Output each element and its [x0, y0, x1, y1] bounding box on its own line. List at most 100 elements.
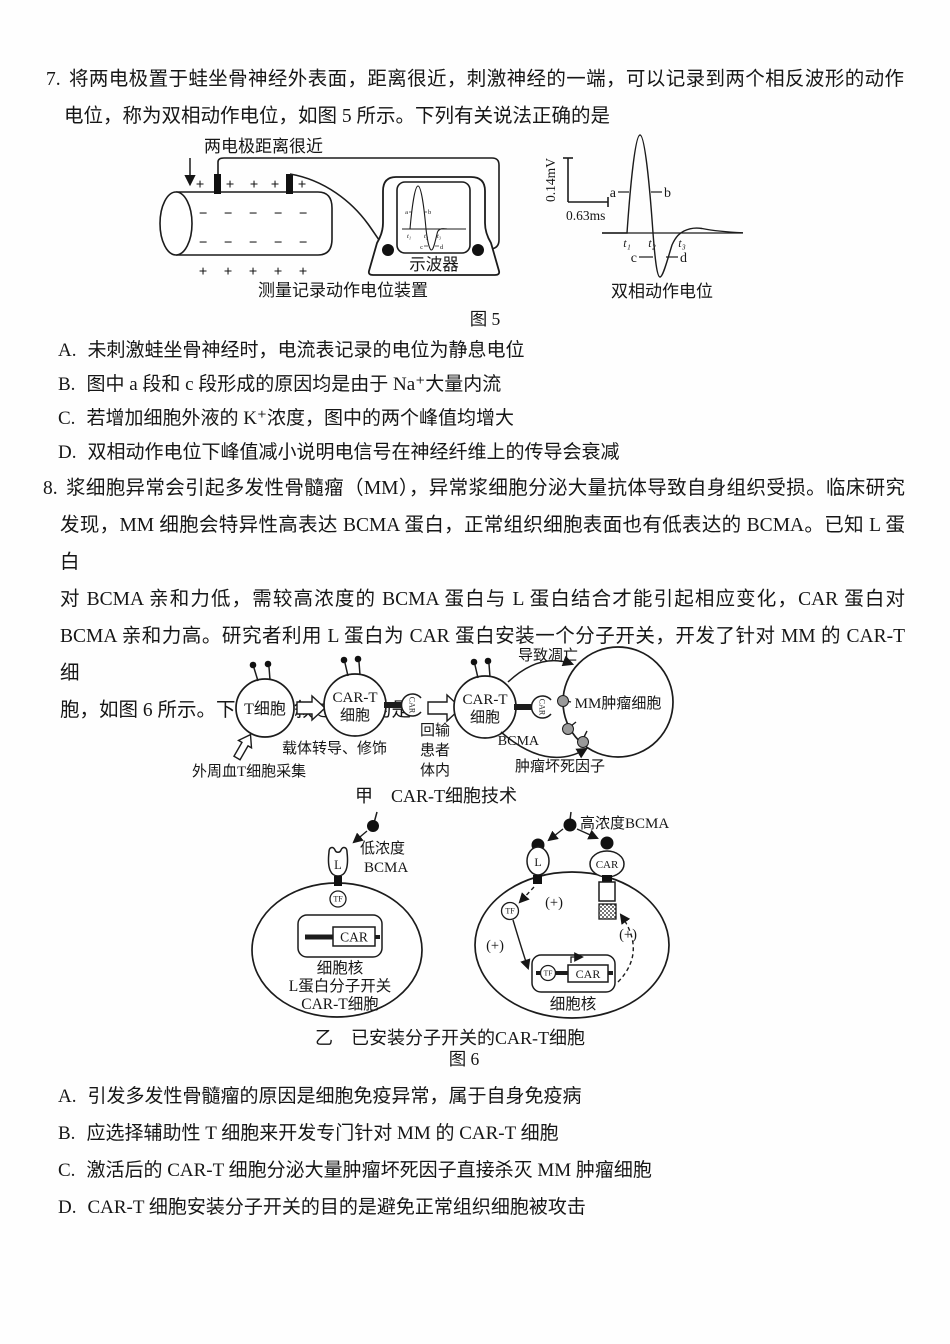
q8-stem-text-1: 浆细胞异常会引起多发性骨髓瘤（MM），异常浆细胞分泌大量抗体导致自身组织受损。临…: [65, 478, 905, 499]
figure-6-jia: T细胞 外周血T细胞采集 载体转导、修饰 CAR-T 细胞 CAR 回输 患者 …: [192, 646, 674, 780]
figure-6-yi-caption: 乙 已安装分子开关的CAR-T细胞: [315, 1028, 585, 1048]
figure-5: 两电极距离很近 + + + + + − − − − −: [159, 134, 744, 301]
plus-signs-top: + + + + +: [196, 177, 307, 193]
l-signal-arrow: [518, 886, 535, 904]
minus-signs-row-2: − − − − −: [199, 235, 308, 251]
screen-label-t3: t₃: [437, 233, 441, 240]
apoptosis-arrow: [507, 655, 575, 683]
graph-label-d: d: [680, 251, 687, 266]
l-protein-receptor-icon: [327, 846, 349, 877]
car-intracellular-box: [598, 881, 616, 902]
bcma-molecule-icon: [367, 820, 379, 832]
figure-6-jia-caption: 甲 CAR-T细胞技术: [355, 786, 517, 806]
cart-cell-label-1: CAR-T: [463, 692, 508, 708]
graph-label-b: b: [664, 186, 671, 201]
receptor-pin-icon: [484, 657, 492, 665]
option-label: B.: [58, 374, 76, 395]
cart-cell-2: CAR-T 细胞 CAR: [453, 657, 552, 739]
receptor-pin-icon: [264, 660, 272, 668]
screen-labels: a b t₁ t₂ t₃ c d: [405, 209, 444, 251]
cart-cell-label-2: 细胞: [470, 709, 500, 726]
tf-label: TF: [505, 907, 515, 916]
reinfuse-arrow-icon: [427, 693, 463, 723]
reinfuse-line: 体内: [420, 762, 450, 779]
minus-sign: −: [224, 206, 233, 222]
car-gene-label: CAR: [576, 967, 601, 981]
q8-option-a: A.引发多发性骨髓瘤的原因是细胞免疫异常，属于自身免疫病: [58, 1078, 652, 1115]
oscilloscope-screen: [396, 181, 471, 254]
plus-sign-label: (+): [545, 895, 563, 911]
receptor-pin-icon: [470, 658, 478, 666]
option-text: 应选择辅助性 T 细胞来开发专门针对 MM 的 CAR-T 细胞: [86, 1123, 559, 1144]
low-bcma-label-2: BCMA: [364, 860, 408, 876]
cart-cell-label-1: CAR-T: [333, 690, 378, 706]
tf-icon: [500, 901, 520, 921]
mm-cell-label: MM肿瘤细胞: [575, 695, 662, 712]
graph-label-t3: t₃: [678, 236, 686, 250]
option-label: A.: [58, 1086, 77, 1107]
minus-sign: −: [249, 235, 258, 251]
option-label: D.: [58, 1197, 77, 1218]
receptor-pin-icon: [354, 655, 362, 663]
q8-stem-line-2: 发现，MM 细胞会特异性高表达 BCMA 蛋白，正常组织细胞表面也有低表达的 B…: [60, 515, 905, 573]
new-car-protein-box: [598, 903, 617, 920]
plus-sign: +: [224, 264, 233, 280]
car-receptor-icon: [530, 695, 552, 719]
bcma-antigen-icon: [577, 736, 589, 748]
terminal-right: [472, 244, 484, 256]
q8-option-d: D. CAR-T 细胞安装分子开关的目的是避免正常组织细胞被攻击: [58, 1189, 652, 1226]
q8-option-c: C.激活后的 CAR-T 细胞分泌大量肿瘤坏死因子直接杀灭 MM 肿瘤细胞: [58, 1152, 652, 1189]
option-label: C.: [58, 408, 76, 429]
tnf-label: 肿瘤坏死因子: [515, 758, 605, 775]
t-cell-label: T细胞: [244, 700, 286, 718]
transduce-arrow-icon: [296, 694, 327, 722]
minus-sign: −: [274, 235, 283, 251]
t-cell: T细胞: [235, 660, 295, 738]
plus-signs-bottom: + + + + +: [199, 264, 308, 280]
option-label: C.: [58, 1160, 76, 1181]
q8-stem-line-3: 对 BCMA 亲和力低，需较高浓度的 BCMA 蛋白与 L 蛋白结合才能引起相应…: [60, 589, 905, 610]
graph-label-c: c: [631, 251, 637, 266]
q8-stem-line-1: 8.浆细胞异常会引起多发性骨髓瘤（MM），异常浆细胞分泌大量抗体导致自身组织受损…: [43, 470, 905, 507]
tf-label: TF: [544, 969, 553, 978]
bound-bcma-icon: [600, 836, 614, 850]
car-receptor-icon: [400, 693, 422, 717]
car-gene-label: CAR: [340, 930, 368, 945]
expression-feedback-arrow: [617, 913, 634, 983]
cart-cell-label-2: 细胞: [340, 707, 370, 724]
tf-icon: [539, 964, 557, 982]
q7-number: 7.: [46, 69, 61, 90]
tf-label: TF: [333, 895, 343, 904]
apparatus-diagram: 两电极距离很近 + + + + + − − − − −: [159, 137, 501, 300]
electrode-right: [286, 174, 293, 194]
screen-label-a: a: [405, 209, 408, 216]
plus-sign: +: [298, 177, 307, 193]
biphasic-waveform: [602, 134, 744, 278]
option-label: B.: [58, 1123, 76, 1144]
figure-6-yi: 低浓度 BCMA L TF CAR 细胞核 L蛋白分子开关 CAR-T细胞 高浓…: [251, 811, 670, 1019]
plus-sign: +: [226, 177, 235, 193]
electrode-left: [214, 174, 221, 194]
nucleus-label: 细胞核: [317, 959, 364, 977]
tnf-arrow: [500, 731, 588, 759]
bcma-antigen-icon: [557, 695, 569, 707]
q7-options: A.未刺激蛙坐骨神经时，电流表记录的电位为静息电位 B.图中 a 段和 c 段形…: [58, 334, 620, 470]
bcma-binding-arrow: [547, 828, 564, 842]
cart-cell-1: CAR-T 细胞 CAR: [323, 655, 422, 737]
screen-label-c: c: [420, 244, 423, 251]
option-text: 图中 a 段和 c 段形成的原因均是由于 Na⁺大量内流: [86, 374, 502, 395]
plus-sign-label: (+): [619, 927, 637, 943]
nerve-end-cap: [159, 191, 193, 256]
receptor-pin-icon: [340, 656, 348, 664]
cart-cell-low-bcma: 低浓度 BCMA L TF CAR 细胞核 L蛋白分子开关 CAR-T细胞: [251, 811, 423, 1018]
bcma-binding-arrow: [352, 830, 368, 844]
vector-label: 载体转导、修饰: [282, 740, 387, 757]
bcma-antigen-icon: [562, 723, 574, 735]
car-receptor-label: CAR: [596, 859, 619, 871]
biphasic-graph: 0.14mV 0.63ms a b c d t₁ t₂ t₃ 双相动作电位: [543, 134, 744, 301]
mm-tumour-cell: MM肿瘤细胞 BCMA: [498, 646, 674, 758]
car-receptor-label: CAR: [408, 697, 417, 714]
option-text: CAR-T 细胞安装分子开关的目的是避免正常组织细胞被攻击: [87, 1197, 586, 1218]
minus-sign: −: [224, 235, 233, 251]
